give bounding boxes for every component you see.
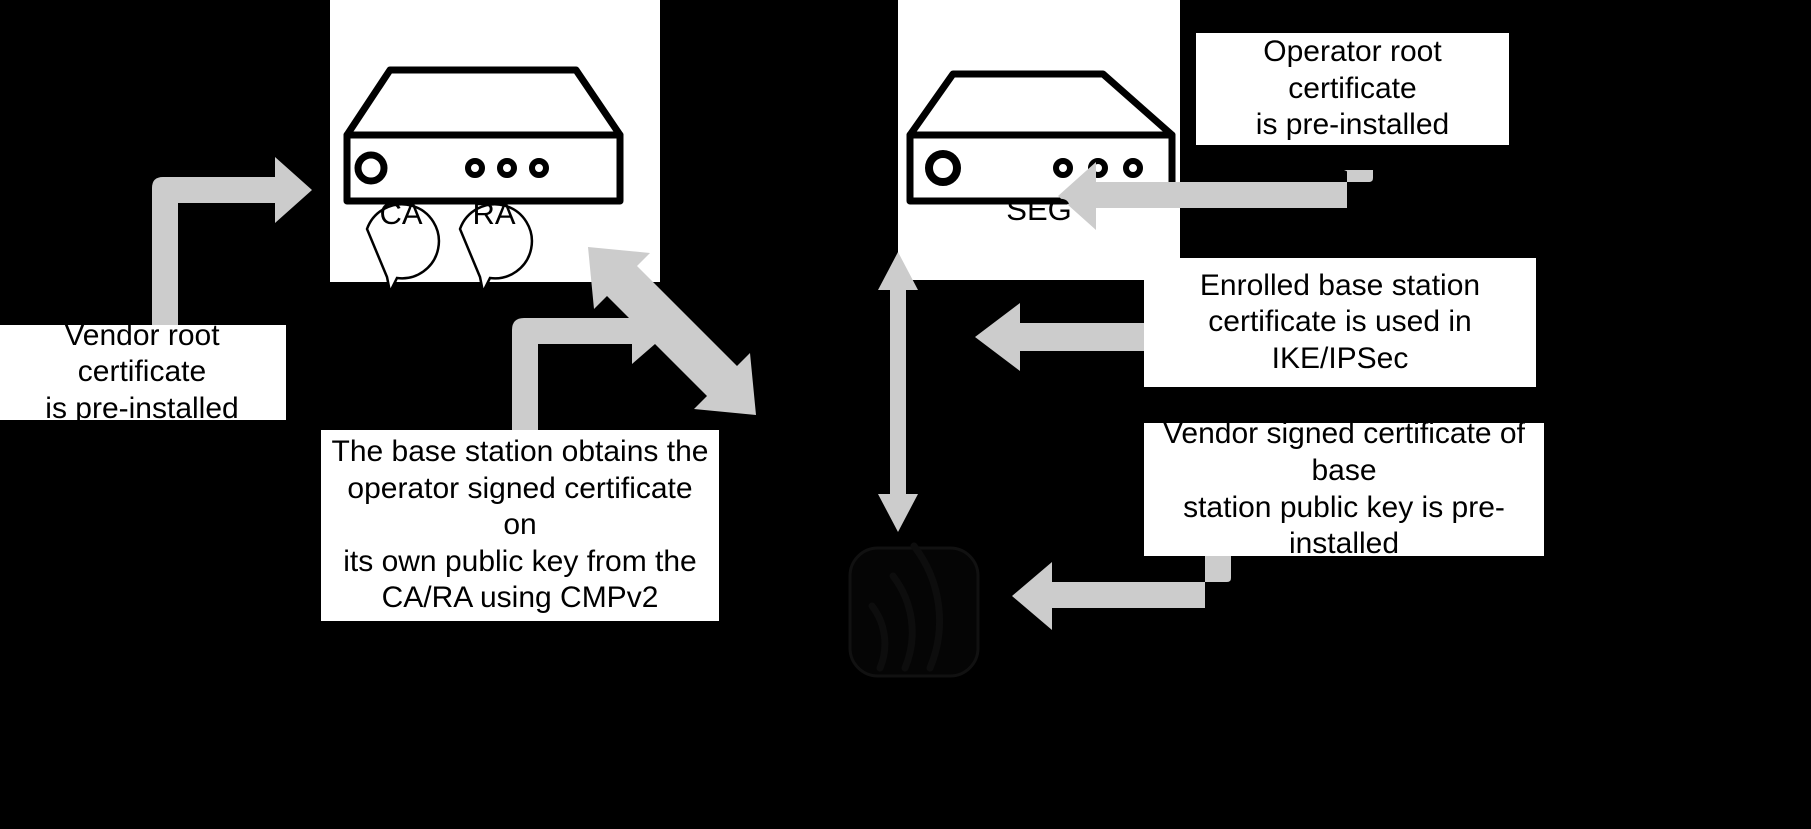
arrow-vendor-root-to-base-station (152, 157, 312, 330)
arrow-seg-to-antenna (878, 252, 918, 532)
ra-badge-label: RA (472, 196, 516, 231)
callout-operator-root-certificate: Operator root certificate is pre-install… (1196, 33, 1509, 145)
callout-vendor-signed-certificate: Vendor signed certificate of base statio… (1144, 417, 1544, 560)
callout-vendor-root-line-1: Vendor root certificate (64, 318, 220, 389)
callout-enrolled-cert-line-1: Enrolled base station (1199, 268, 1481, 302)
callout-enrolled-base-station-certificate: Enrolled base station certificate is use… (1144, 258, 1536, 387)
callout-vendor-signed-line-1: Vendor signed certificate of base (1163, 417, 1525, 487)
wireless-antenna-icon (848, 542, 980, 678)
callout-cmpv2-line-1: The base station obtains the (331, 435, 709, 469)
seg-device-label: SEG (1006, 192, 1072, 227)
callout-cmpv2-enrolment: The base station obtains the operator si… (321, 430, 719, 621)
callout-operator-root-line-2: is pre-installed (1255, 108, 1450, 142)
base-station-panel (330, 0, 660, 282)
callout-cmpv2-line-3: its own public key from the (343, 544, 697, 578)
callout-operator-root-line-1: Operator root certificate (1263, 35, 1442, 105)
arrow-vendor-signed-cert-to-antenna (1012, 556, 1231, 630)
callout-cmpv2-line-4: CA/RA using CMPv2 (381, 581, 659, 615)
callout-enrolled-cert-line-2: certificate is used in IKE/IPSec (1208, 305, 1472, 375)
callout-vendor-root-certificate: Vendor root certificate is pre-installed (0, 319, 286, 425)
ca-badge-label: CA (379, 196, 423, 231)
callout-vendor-signed-line-2: station public key is pre-installed (1183, 490, 1505, 561)
seg-panel (898, 0, 1180, 280)
callout-vendor-root-line-2: is pre-installed (45, 391, 239, 425)
callout-cmpv2-line-2: operator signed certificate on (347, 471, 693, 542)
